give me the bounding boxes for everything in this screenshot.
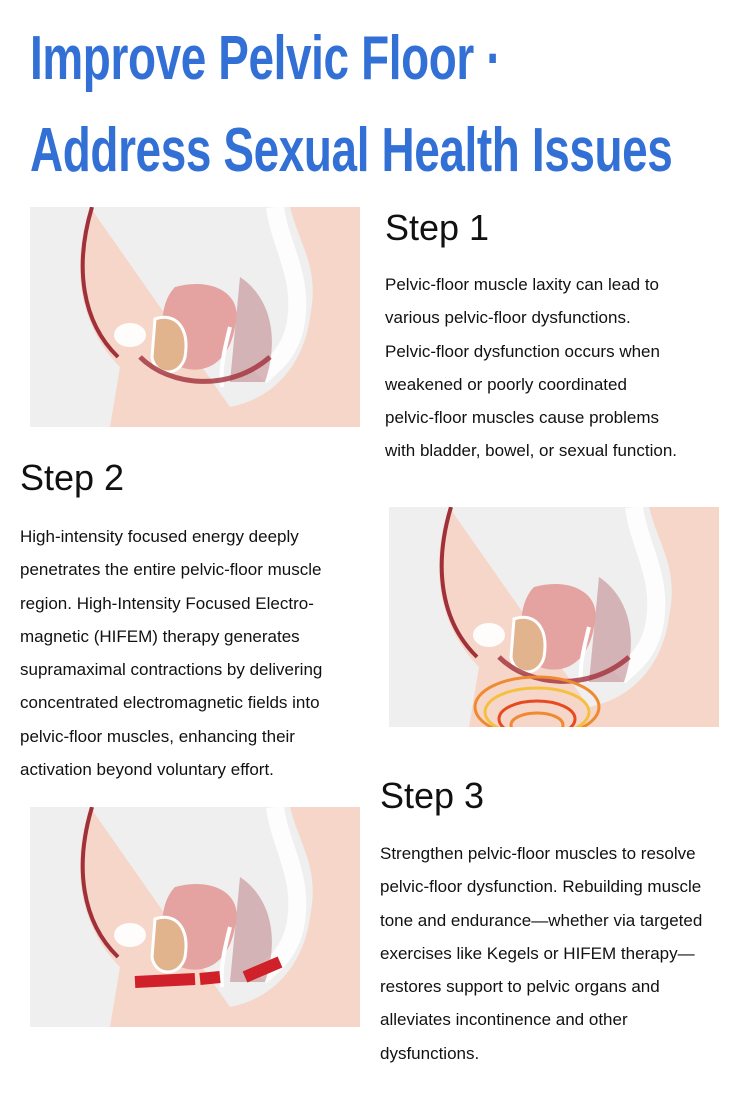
step-1-heading: Step 1 (385, 207, 490, 248)
pelvic-anatomy-image-strengthened (30, 807, 360, 1027)
pelvic-anatomy-image-lax (30, 207, 360, 427)
text-line: activation beyond voluntary effort. (20, 760, 274, 780)
step-1-text: Pelvic-floor muscle laxity can lead to v… (385, 268, 677, 468)
text-line: pelvic-floor muscles, enhancing their (20, 726, 295, 746)
text-line: with bladder, bowel, or sexual function. (385, 441, 678, 461)
anatomy-illustration (80, 807, 360, 1027)
pelvic-anatomy-image-hifem (389, 507, 719, 727)
text-line: weakened or poorly coordinated (385, 374, 627, 394)
text-line: restores support to pelvic organs and (380, 977, 660, 997)
step-3-text: Strengthen pelvic-floor muscles to resol… (380, 837, 702, 1070)
step-2-text: High-intensity focused energy deeply pen… (20, 520, 322, 786)
step-2-heading: Step 2 (20, 457, 125, 498)
text-line: various pelvic-floor dysfunctions. (385, 308, 631, 328)
text-line: dysfunctions. (380, 1043, 480, 1063)
text-line: tone and endurance—whether via targeted (380, 910, 703, 930)
text-line: pelvic-floor muscles cause problems (385, 408, 659, 428)
text-line: pelvic-floor dysfunction. Rebuilding mus… (380, 877, 702, 897)
text-line: exercises like Kegels or HIFEM therapy— (380, 943, 695, 963)
text-line: concentrated electromagnetic fields into (20, 693, 320, 713)
text-line: Strengthen pelvic-floor muscles to resol… (380, 844, 696, 863)
text-line: region. High-Intensity Focused Electro- (20, 593, 314, 613)
anatomy-illustration (80, 207, 360, 427)
text-line: magnetic (HIFEM) therapy generates (20, 626, 300, 646)
text-line: penetrates the entire pelvic-floor muscl… (20, 560, 322, 580)
text-line: alleviates incontinence and other (380, 1010, 628, 1030)
text-line: High-intensity focused energy deeply (20, 527, 299, 546)
text-line: Pelvic-floor muscle laxity can lead to (385, 275, 660, 294)
title-line-2: Address Sexual Health Issues (30, 116, 673, 185)
text-line: Pelvic-floor dysfunction occurs when (385, 341, 660, 361)
title-line-1: Improve Pelvic Floor · (30, 24, 502, 93)
anatomy-illustration (439, 507, 719, 727)
step-3-heading: Step 3 (380, 775, 485, 816)
text-line: supramaximal contractions by delivering (20, 660, 323, 680)
